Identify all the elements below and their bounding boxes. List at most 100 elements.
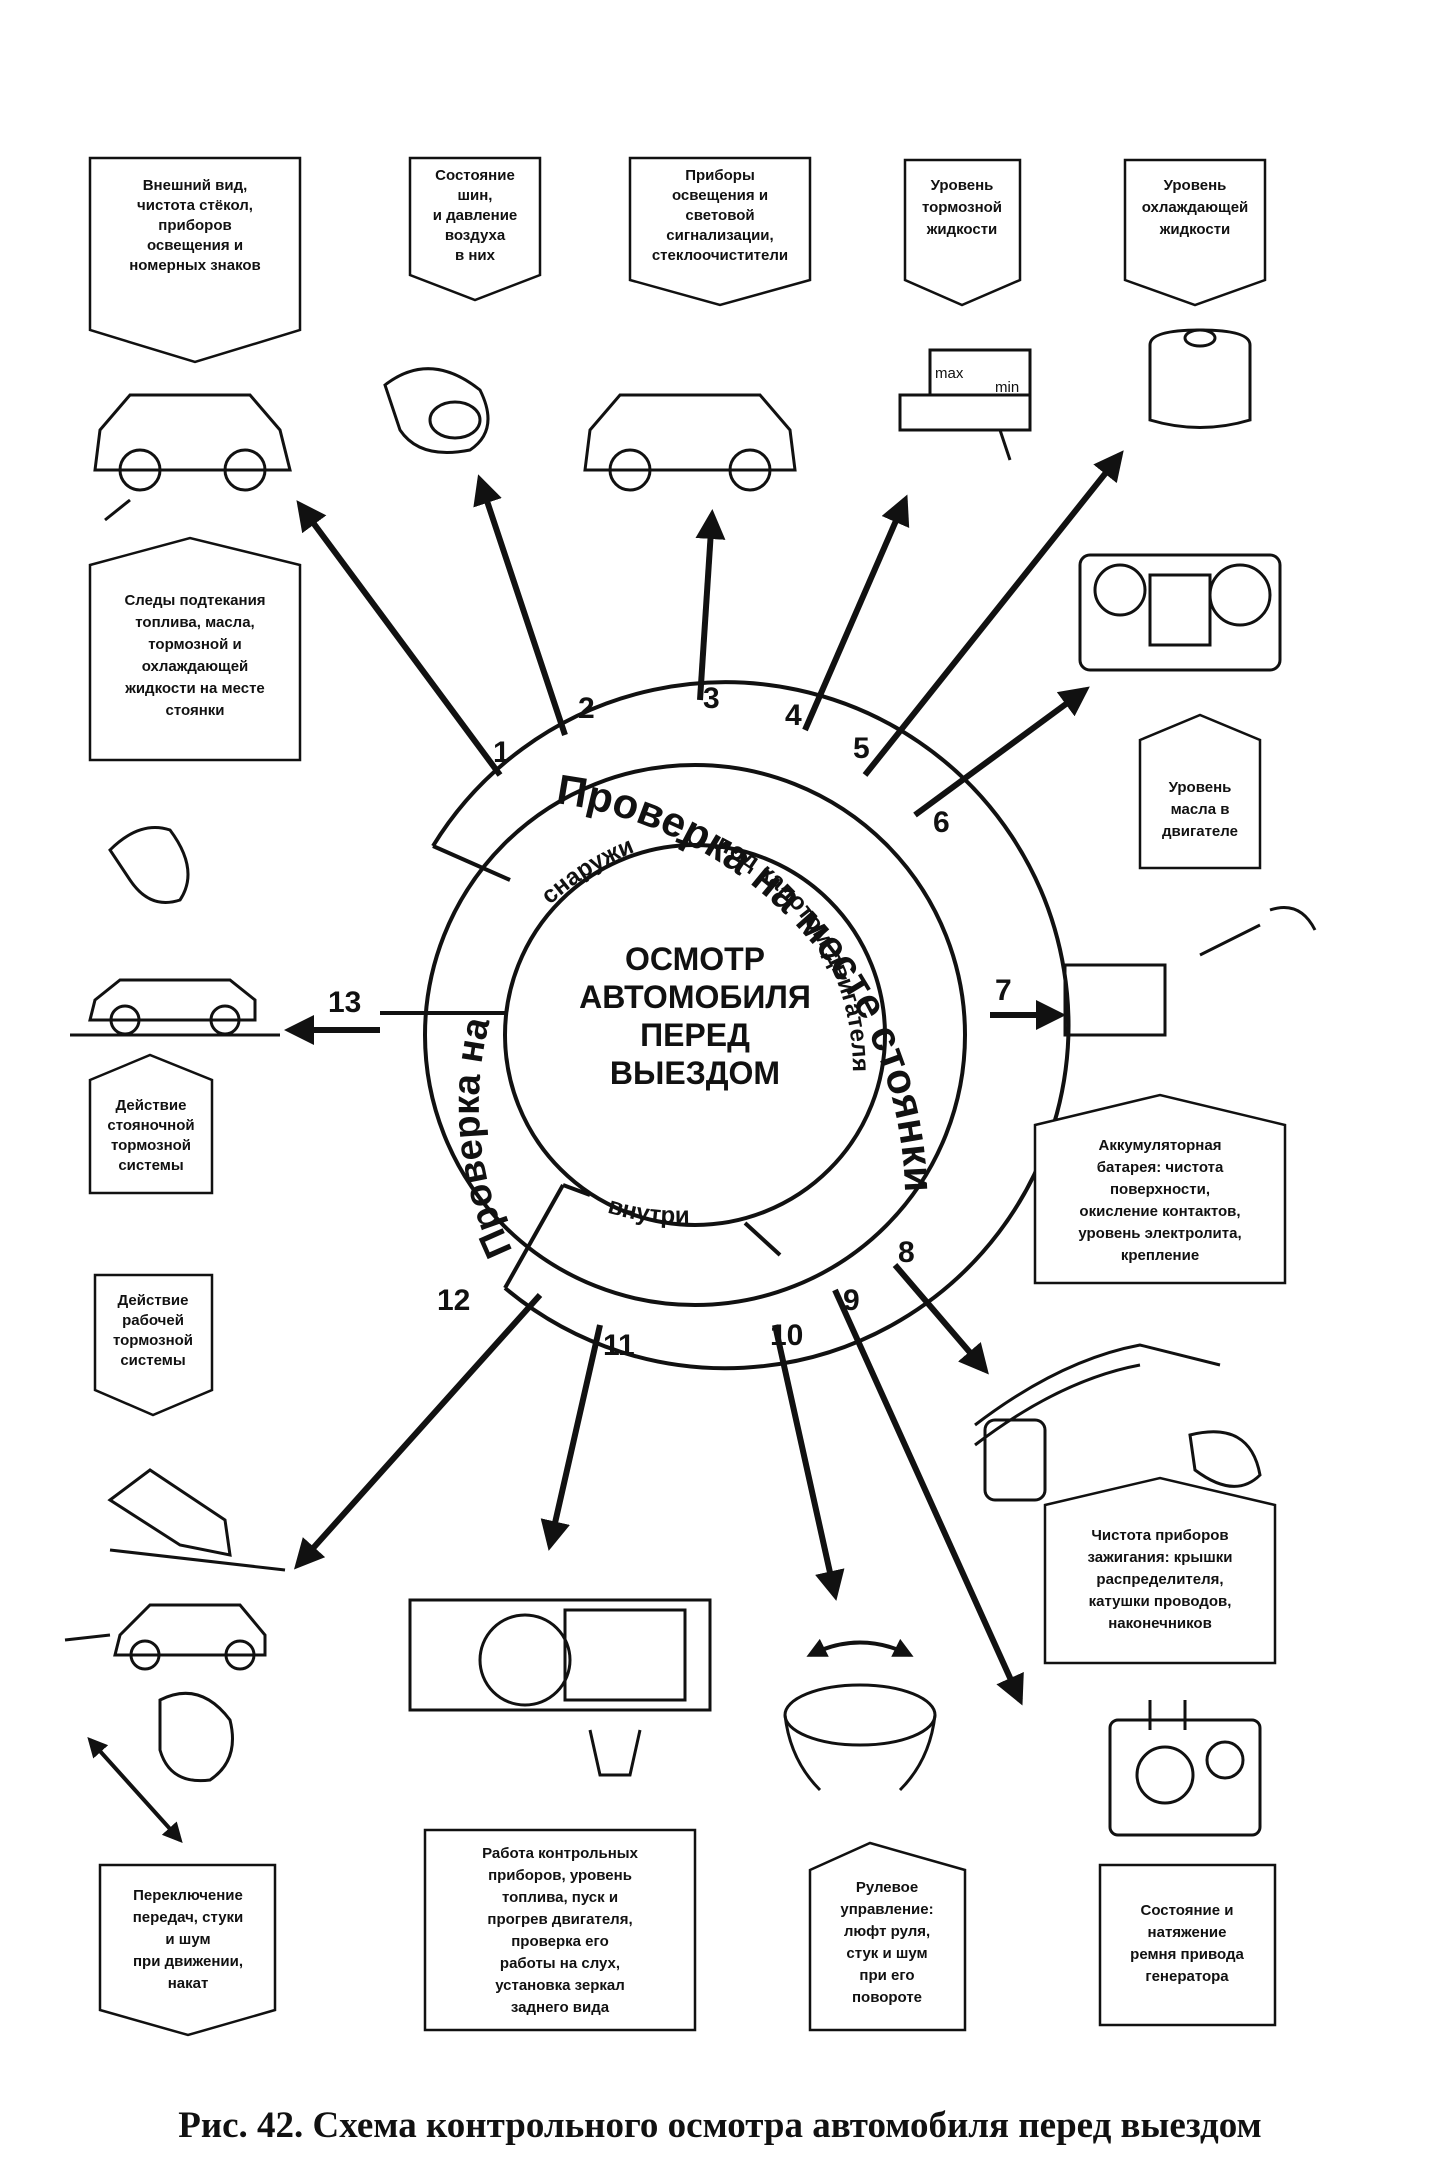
gauge-min-label: min	[995, 379, 1019, 396]
box-2-shape	[408, 156, 542, 302]
ring-label-outside-text: снаружи	[536, 832, 637, 909]
svg-text:наконечников: наконечников	[1108, 1615, 1212, 1632]
arrow-8	[892, 1263, 989, 1375]
arrow-2	[473, 474, 568, 736]
svg-text:работы на слух,: работы на слух,	[500, 1955, 620, 1972]
box-13-text: Действие стояночной тормозной системы	[107, 1097, 194, 1174]
svg-text:Следы подтекания: Следы подтекания	[124, 592, 265, 609]
num-3: 3	[703, 682, 720, 715]
svg-text:при движении,: при движении,	[133, 1953, 243, 1970]
box-9-text: Состояние и натяжение ремня привода гене…	[1130, 1902, 1244, 1985]
arrow-6	[913, 686, 1090, 818]
arrows	[284, 450, 1124, 1706]
svg-text:сигнализации,: сигнализации,	[666, 227, 773, 244]
svg-text:освещения и: освещения и	[147, 237, 243, 254]
center-line-3: ПЕРЕД	[640, 1017, 750, 1053]
arrow-9	[832, 1288, 1024, 1706]
arrow-3	[695, 509, 726, 701]
box-8-shape	[1043, 1476, 1277, 1665]
svg-text:Уровень: Уровень	[931, 177, 994, 194]
box-10-shape	[808, 1841, 967, 2032]
box-3-shape	[628, 156, 812, 307]
svg-text:Чистота приборов: Чистота приборов	[1091, 1527, 1228, 1544]
battery-illustration	[1063, 906, 1317, 1037]
box-7-shape	[1033, 1093, 1287, 1285]
svg-text:Рулевое: Рулевое	[856, 1879, 918, 1896]
svg-text:стоянки: стоянки	[166, 702, 225, 719]
ring-divider-hood-inside	[743, 1221, 782, 1257]
svg-text:жидкости: жидкости	[1159, 221, 1231, 238]
dashboard-illustration	[408, 1598, 712, 1777]
num-8: 8	[898, 1236, 915, 1269]
svg-text:стеклоочистители: стеклоочистители	[652, 247, 788, 264]
center-line-1: ОСМОТР	[625, 941, 765, 977]
svg-text:стояночной: стояночной	[107, 1117, 194, 1134]
gear-shift-illustration	[87, 1691, 234, 1843]
box-2-text: Состояние шин, и давление воздуха в них	[433, 167, 518, 264]
svg-text:Действие: Действие	[118, 1292, 189, 1309]
parking-brake-illustration	[70, 826, 280, 1037]
svg-text:топлива, пуск и: топлива, пуск и	[502, 1889, 618, 1906]
num-11: 11	[603, 1329, 635, 1362]
gauge-max-label: max	[935, 365, 964, 382]
num-1: 1	[493, 736, 510, 769]
outer-ring-notch	[432, 844, 511, 882]
svg-text:чистота стёкол,: чистота стёкол,	[137, 197, 253, 214]
outer-ring-top-segment	[431, 680, 1071, 1371]
arrow-11	[540, 1324, 603, 1551]
box-5-text: Уровень охлаждающей жидкости	[1142, 177, 1249, 238]
arrow-1	[296, 500, 503, 777]
ring-divider-left-bottom	[503, 1184, 565, 1289]
svg-text:системы: системы	[118, 1157, 183, 1174]
svg-text:Действие: Действие	[116, 1097, 187, 1114]
svg-text:ремня привода: ремня привода	[1130, 1946, 1244, 1963]
svg-text:в них: в них	[455, 247, 496, 264]
tire-check-illustration	[383, 367, 490, 454]
svg-text:распределителя,: распределителя,	[1096, 1571, 1223, 1588]
box-12-text: Действие рабочей тормозной системы	[113, 1292, 193, 1369]
svg-text:световой: световой	[685, 207, 754, 224]
num-10: 10	[770, 1319, 803, 1352]
svg-text:охлаждающей: охлаждающей	[142, 658, 249, 675]
svg-text:топлива, масла,: топлива, масла,	[135, 614, 254, 631]
num-5: 5	[853, 732, 870, 765]
svg-text:зажигания: крышки: зажигания: крышки	[1088, 1549, 1233, 1566]
svg-text:приборов, уровень: приборов, уровень	[488, 1867, 632, 1884]
box-11-text: Работа контрольных приборов, уровень топ…	[482, 1845, 639, 2016]
ring-label-outside: снаружи	[536, 832, 637, 909]
svg-text:жидкости: жидкости	[926, 221, 998, 238]
svg-text:поверхности,: поверхности,	[1110, 1181, 1210, 1198]
svg-text:и шум: и шум	[165, 1931, 210, 1948]
svg-text:установка зеркал: установка зеркал	[495, 1977, 625, 1994]
svg-text:Состояние и: Состояние и	[1140, 1902, 1233, 1919]
arrow-12	[293, 1292, 543, 1570]
svg-text:тормозной: тормозной	[111, 1137, 191, 1154]
box-6-text: Уровень масла в двигателе	[1162, 779, 1238, 840]
svg-text:стук и шум: стук и шум	[846, 1945, 927, 1962]
box-12b-text: Переключение передач, стуки и шум при дв…	[133, 1887, 244, 1992]
engine-illustration	[1078, 553, 1282, 672]
svg-text:масла в: масла в	[1171, 801, 1230, 818]
svg-text:системы: системы	[120, 1352, 185, 1369]
arrow-4	[802, 494, 910, 732]
illustrations: max min	[64, 328, 1317, 1843]
svg-text:Уровень: Уровень	[1169, 779, 1232, 796]
box-4-shape	[903, 158, 1022, 307]
ignition-wires-illustration	[974, 1343, 1262, 1502]
svg-text:Переключение: Переключение	[133, 1887, 243, 1904]
ring-label-inside-text: внутри	[605, 1192, 690, 1229]
box-8-text: Чистота приборов зажигания: крышки распр…	[1088, 1527, 1233, 1632]
box-9-shape	[1098, 1863, 1277, 2027]
box-1b-shape	[88, 536, 302, 762]
svg-text:воздуха: воздуха	[445, 227, 506, 244]
svg-text:и давление: и давление	[433, 207, 518, 224]
steering-illustration	[783, 1638, 937, 1792]
box-7-text: Аккумуляторная батарея: чистота поверхно…	[1078, 1137, 1241, 1264]
svg-text:повороте: повороте	[852, 1989, 922, 2006]
svg-text:окисление контактов,: окисление контактов,	[1079, 1203, 1240, 1220]
middle-ring	[423, 763, 967, 1307]
svg-text:батарея: чистота: батарея: чистота	[1097, 1159, 1224, 1176]
brake-reservoir-illustration: max min	[898, 348, 1032, 461]
svg-text:шин,: шин,	[458, 187, 493, 204]
svg-text:Работа контрольных: Работа контрольных	[482, 1845, 639, 1862]
